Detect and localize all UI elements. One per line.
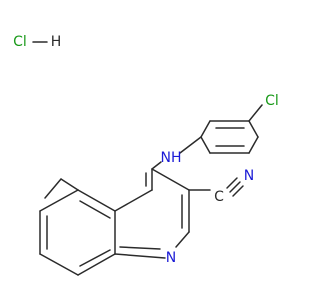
bond (79, 249, 111, 267)
bond (114, 253, 166, 259)
structure-svg: Cl H (13, 34, 279, 276)
nitrile-carbon-label: C (214, 189, 224, 205)
bond (248, 136, 259, 154)
nitrile-nitrogen-label: N (244, 168, 254, 184)
bond (39, 253, 79, 276)
bond (248, 120, 259, 138)
amine-linker (151, 136, 202, 170)
nitrile-group (188, 177, 244, 197)
bond (77, 189, 116, 212)
bond (44, 178, 62, 199)
chlorophenyl-ring (200, 104, 263, 154)
bond (151, 168, 190, 191)
bond (248, 104, 263, 122)
ring-nitrogen-label: N (166, 250, 176, 266)
bond (151, 161, 162, 170)
bond (79, 200, 111, 219)
bond (39, 189, 79, 212)
amine-nh-label: NH (161, 150, 182, 166)
bond (232, 185, 244, 197)
bond (200, 136, 211, 154)
quinoline-core (39, 168, 190, 276)
bond (175, 231, 190, 248)
hydrochloride-salt: Cl H (13, 34, 61, 50)
ethyl-group (44, 178, 79, 199)
bond (226, 177, 238, 189)
salt-hydrogen-label: H (51, 34, 62, 50)
chlorine-atom-label: Cl (265, 93, 279, 109)
bond (114, 189, 153, 212)
salt-chlorine-label: Cl (13, 34, 27, 50)
bond (77, 253, 116, 276)
bond (179, 136, 202, 154)
bond (60, 178, 79, 191)
bond (229, 181, 241, 193)
bond (119, 246, 161, 250)
molecule-diagram: Cl H (13, 34, 279, 276)
bond (200, 120, 211, 138)
